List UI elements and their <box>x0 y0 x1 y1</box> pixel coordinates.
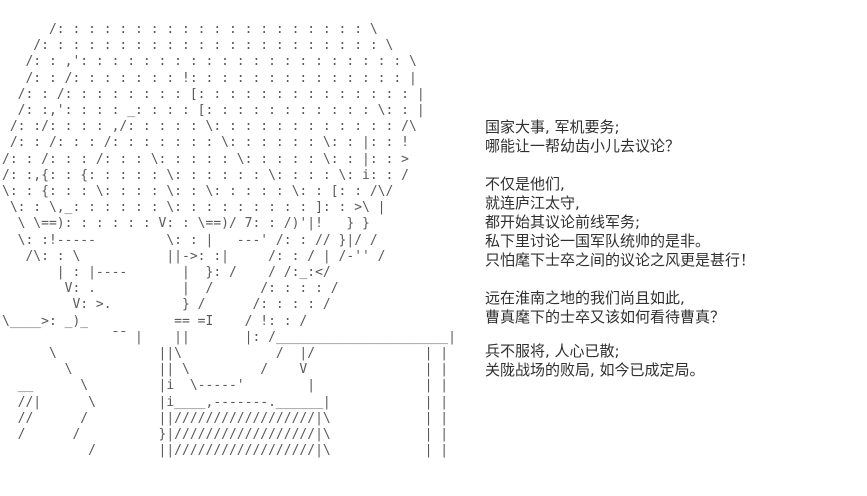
dialogue-line: 哪能让一帮幼齿小儿去议论？ <box>485 137 681 155</box>
dialogue-line: 远在淮南之地的我们尚且如此, <box>485 289 685 307</box>
dialogue-line: 都开始其议论前线军务; <box>485 213 641 231</box>
dialogue-line: 曹真麾下的士卒又该如何看待曹真？ <box>485 308 726 326</box>
dialogue-block-3: 远在淮南之地的我们尚且如此, 曹真麾下的士卒又该如何看待曹真？ <box>485 289 725 327</box>
ascii-art-character: /: : : : : : : : : : : : : : : : : : : :… <box>2 22 456 459</box>
dialogue-line: 关陇战场的败局, 如今已成定局。 <box>485 361 705 379</box>
dialogue-block-1: 国家大事, 军机要务; 哪能让一帮幼齿小儿去议论？ <box>485 118 680 156</box>
dialogue-line: 就连庐江太守, <box>485 194 580 212</box>
dialogue-line: 只怕麾下士卒之间的议论之风更是甚行！ <box>485 251 756 269</box>
dialogue-line: 不仅是他们, <box>485 175 565 193</box>
dialogue-line: 国家大事, 军机要务; <box>485 118 620 136</box>
dialogue-block-2: 不仅是他们, 就连庐江太守, 都开始其议论前线军务; 私下里讨论一国军队统帅的是… <box>485 175 755 270</box>
dialogue-line: 兵不服将, 人心已散; <box>485 342 620 360</box>
dialogue-block-4: 兵不服将, 人心已散; 关陇战场的败局, 如今已成定局。 <box>485 342 705 380</box>
dialogue-line: 私下里讨论一国军队统帅的是非。 <box>485 232 711 250</box>
